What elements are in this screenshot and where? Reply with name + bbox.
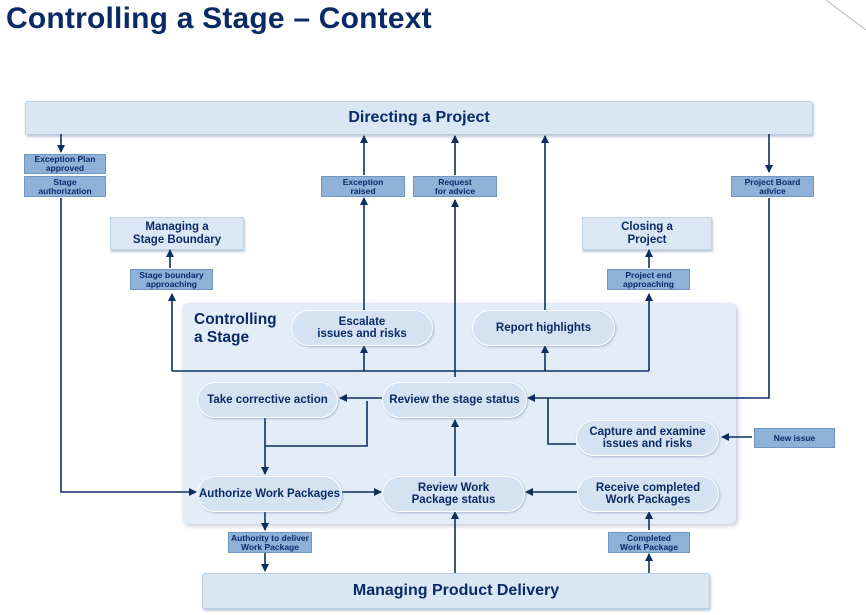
flow-new-issue: New issue [754, 428, 835, 448]
authorize-work-packages-label: Authorize Work Packages [198, 488, 341, 500]
review-stage-status-label: Review the stage status [389, 394, 520, 406]
closing-a-project-line1: Closing a [621, 220, 673, 233]
flow-board-advice-line1: Project Board [744, 176, 801, 187]
review-work-package-status-activity: Review Work Package status [382, 476, 525, 512]
managing-product-delivery-band: Managing Product Delivery [202, 573, 710, 609]
panel-title-line2: a Stage [194, 329, 250, 346]
flow-exception-raised-line1: Exception [342, 176, 384, 187]
review-wp-line1: Review Work [417, 482, 490, 494]
flow-boundary-line1: Stage boundary [139, 269, 204, 280]
directing-a-project-label: Directing a Project [348, 109, 490, 126]
report-highlights-label: Report highlights [495, 322, 592, 334]
managing-stage-boundary-box: Managing a Stage Boundary [110, 217, 244, 250]
capture-line1: Capture and examine [589, 426, 706, 438]
controlling-a-stage-title: Controlling a Stage [194, 311, 277, 347]
flow-stage-authorization: Stage authorization [24, 176, 106, 197]
managing-product-delivery-label: Managing Product Delivery [352, 582, 560, 599]
review-stage-status-activity: Review the stage status [382, 382, 527, 418]
flow-project-board-advice: Project Board advice [731, 176, 814, 197]
flow-exception-plan-line2: approved [45, 163, 85, 173]
flow-authority-line1: Authority to deliver [231, 532, 309, 543]
managing-stage-boundary-line2: Stage Boundary [132, 233, 222, 246]
closing-a-project-line2: Project [627, 233, 667, 246]
managing-stage-boundary-line1: Managing a [145, 220, 209, 233]
flow-authority-line2: Work Package [241, 541, 299, 552]
take-corrective-action-activity: Take corrective action [197, 382, 338, 418]
receive-line2: Work Packages [605, 494, 691, 506]
receive-completed-work-packages-activity: Receive completed Work Packages [577, 476, 719, 512]
directing-a-project-band: Directing a Project [25, 101, 813, 135]
flow-board-advice-line2: advice [759, 185, 786, 196]
escalate-line1: Escalate [338, 316, 386, 328]
flow-request-line1: Request [438, 176, 472, 187]
authorize-work-packages-activity: Authorize Work Packages [197, 476, 342, 512]
receive-line1: Receive completed [595, 482, 701, 494]
flow-new-issue-label: New issue [773, 432, 816, 443]
flow-exception-plan-approved: Exception Plan approved [24, 154, 106, 174]
flow-boundary-line2: approaching [145, 278, 197, 289]
flow-project-end-approaching: Project end approaching [607, 269, 690, 290]
review-wp-line2: Package status [411, 494, 496, 506]
flow-stage-auth-line1: Stage [53, 176, 77, 187]
flow-exception-plan-line1: Exception Plan [34, 154, 96, 164]
take-corrective-action-label: Take corrective action [207, 394, 328, 406]
capture-and-examine-activity: Capture and examine issues and risks [576, 420, 719, 456]
panel-title-line1: Controlling [194, 311, 277, 328]
flow-project-end-line2: approaching [622, 278, 674, 289]
flow-completed-line1: Completed [627, 532, 671, 543]
flow-request-line2: for advice [434, 185, 476, 196]
escalate-issues-and-risks-activity: Escalate issues and risks [291, 310, 433, 346]
page-title: Controlling a Stage – Context [6, 2, 432, 35]
flow-exception-raised: Exception raised [321, 176, 405, 197]
flow-exception-raised-line2: raised [350, 185, 376, 196]
flow-stage-boundary-approaching: Stage boundary approaching [130, 269, 213, 290]
flow-completed-line2: Work Package [620, 541, 678, 552]
closing-a-project-box: Closing a Project [582, 217, 712, 250]
escalate-line2: issues and risks [317, 328, 407, 340]
flow-authority-to-deliver: Authority to deliver Work Package [228, 532, 312, 553]
flow-request-for-advice: Request for advice [413, 176, 497, 197]
report-highlights-activity: Report highlights [472, 310, 615, 346]
flow-completed-work-package: Completed Work Package [608, 532, 690, 553]
flow-project-end-line1: Project end [625, 269, 672, 280]
capture-line2: issues and risks [602, 438, 693, 450]
flow-stage-auth-line2: authorization [38, 185, 92, 196]
